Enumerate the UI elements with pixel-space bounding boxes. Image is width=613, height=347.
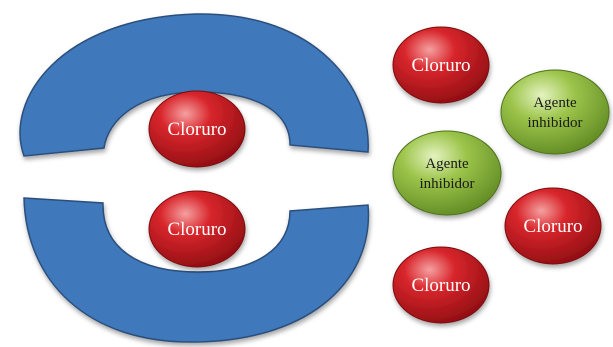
- inhibitor-agent-2: Agente inhibidor: [392, 130, 502, 216]
- chloride-ion-free-3: Cloruro: [392, 246, 490, 324]
- chloride-label: Cloruro: [411, 275, 470, 296]
- inhibitor-label-line1: Agente: [425, 156, 469, 172]
- inhibitor-label-line2: inhibidor: [420, 176, 475, 192]
- chloride-ion-inner-top: Cloruro: [148, 90, 246, 168]
- chloride-label: Cloruro: [411, 55, 470, 76]
- inhibitor-label-line2: inhibidor: [528, 115, 583, 131]
- inhibitor-label-line1: Agente: [533, 95, 577, 111]
- chloride-ion-free-2: Cloruro: [504, 187, 602, 265]
- chloride-ion-free-1: Cloruro: [392, 26, 490, 104]
- chloride-label: Cloruro: [523, 216, 582, 237]
- shell-upper-half: [19, 13, 369, 157]
- chloride-ion-inner-bottom: Cloruro: [148, 190, 246, 268]
- chloride-label: Cloruro: [167, 219, 226, 240]
- inhibitor-agent-1: Agente inhibidor: [500, 69, 610, 155]
- shell-lower-half: [23, 197, 370, 343]
- chloride-label: Cloruro: [167, 119, 226, 140]
